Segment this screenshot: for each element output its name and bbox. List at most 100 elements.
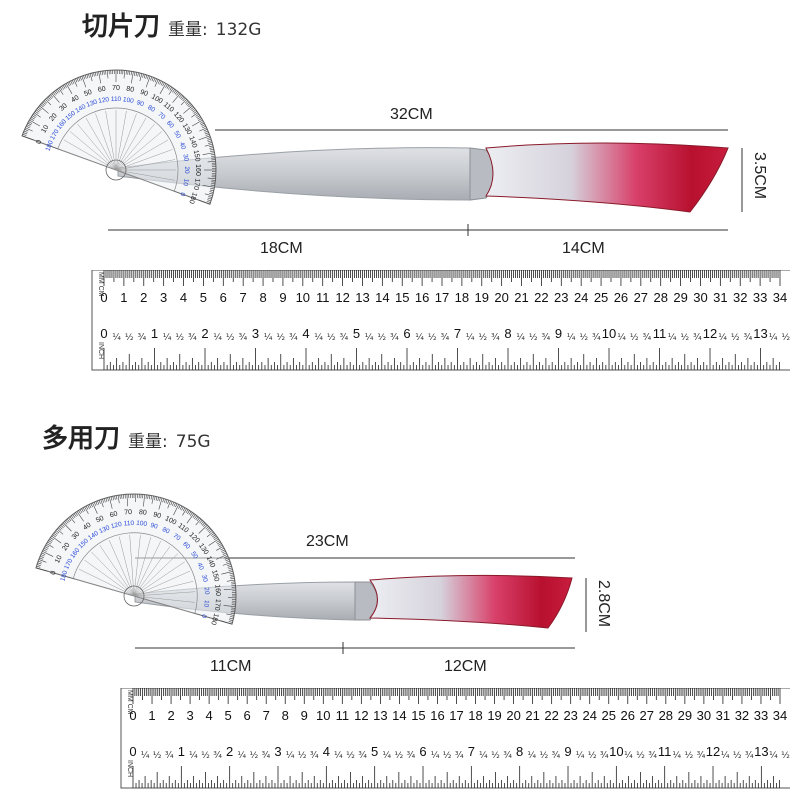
svg-text:100: 100 [150,93,164,105]
ruler-mm-label: MM CM [126,690,133,715]
ruler-fraction-label: ½ [684,751,693,761]
knife1-total-length: 32CM [390,106,433,123]
ruler-fraction-label: ¼ [576,751,585,761]
ruler-inch-label: INCH [97,342,104,359]
ruler-cm-label: 22 [544,708,558,723]
ruler-fraction-label: ½ [175,333,184,343]
knife2-total-length: 23CM [306,533,349,550]
svg-text:20: 20 [203,587,211,595]
ruler-cm-label: 31 [716,708,730,723]
ruler-fraction-label: ¾ [358,751,367,761]
ruler-fraction-label: ½ [731,333,740,343]
svg-text:20: 20 [183,166,190,174]
ruler-cm-label: 7 [240,290,247,305]
ruler-cm-label: 0 [100,290,107,305]
ruler-fraction-label: ½ [781,751,790,761]
ruler-cm-label: 8 [282,708,289,723]
ruler-cm-label: 3 [186,708,193,723]
svg-text:180: 180 [187,191,198,204]
ruler-fraction-label: ¼ [721,751,730,761]
ruler-inch-number: 0 [129,744,136,759]
ruler-cm-label: 21 [514,290,528,305]
ruler-cm-label: 6 [244,708,251,723]
ruler-fraction-label: ¾ [165,751,174,761]
ruler-fraction-label: ¾ [213,751,222,761]
knife1-handle-length: 14CM [562,240,605,257]
svg-text:10: 10 [40,124,50,134]
ruler-fraction-label: ½ [443,751,452,761]
ruler-fraction-label: ¾ [138,333,147,343]
ruler-cm-label: 13 [355,290,369,305]
svg-text:170: 170 [63,557,74,570]
ruler-cm-label: 20 [494,290,508,305]
ruler-fraction-label: ½ [529,333,538,343]
ruler-fraction-label: ¼ [382,751,391,761]
knife1-width: 3.5CM [751,152,768,200]
ruler-fraction-label: ¼ [624,751,633,761]
ruler-inch-number: 0 [100,326,107,341]
ruler-fraction-label: ¾ [697,751,706,761]
ruler-inch-number: 13 [753,326,767,341]
svg-text:40: 40 [82,522,92,532]
svg-text:100: 100 [164,515,178,526]
svg-text:0: 0 [50,570,58,576]
ruler-cm-label: 25 [602,708,616,723]
ruler-cm-label: 5 [225,708,232,723]
ruler-fraction-label: ¼ [141,751,150,761]
ruler-cm-label: 3 [160,290,167,305]
ruler-fraction-label: ¼ [516,333,525,343]
ruler-cm-label: 29 [678,708,692,723]
ruler-fraction-label: ¼ [365,333,374,343]
ruler-fraction-label: ½ [630,333,639,343]
svg-text:0: 0 [35,139,43,145]
ruler-cm-label: 16 [415,290,429,305]
svg-text:180: 180 [59,569,69,582]
ruler-inch-number: 11 [658,744,672,759]
ruler-fraction-label: ½ [539,751,548,761]
svg-text:30: 30 [71,531,82,542]
ruler-inch-number: 7 [454,326,461,341]
ruler-fraction-label: ¼ [334,751,343,761]
ruler-fraction-label: ¼ [286,751,295,761]
ruler-fraction-label: ¼ [718,333,727,343]
ruler-fraction-label: ½ [298,751,307,761]
ruler-inch-number: 6 [419,744,426,759]
ruler-cm-label: 11 [316,290,330,305]
svg-text:30: 30 [181,154,189,163]
ruler-fraction-label: ¼ [189,751,198,761]
ruler-fraction-label: ¾ [592,333,601,343]
ruler-fraction-label: ½ [781,333,790,343]
ruler-fraction-label: ¾ [239,333,248,343]
svg-text:10: 10 [54,554,64,564]
ruler-fraction-label: ½ [579,333,588,343]
ruler-fraction-label: ¼ [237,751,246,761]
ruler-inch-number: 3 [252,326,259,341]
ruler-fraction-label: ¼ [769,333,778,343]
ruler-fraction-label: ½ [153,751,162,761]
ruler-fraction-label: ½ [588,751,597,761]
ruler-fraction-label: ½ [201,751,210,761]
knife2-title: 多用刀 重量: 75G [42,418,211,455]
ruler-fraction-label: ¾ [491,333,500,343]
svg-text:30: 30 [200,574,209,583]
ruler-inch-number: 7 [468,744,475,759]
svg-text:170: 170 [213,599,221,611]
ruler-fraction-label: ½ [478,333,487,343]
ruler-cm-label: 22 [534,290,548,305]
ruler-inch-number: 5 [353,326,360,341]
ruler-cm-label: 9 [301,708,308,723]
ruler-inch-number: 8 [504,326,511,341]
knife2-handle-length: 12CM [444,658,487,675]
ruler-fraction-label: ¼ [668,333,677,343]
svg-text:80: 80 [126,86,135,94]
ruler-inch-number: 1 [178,744,185,759]
ruler-fraction-label: ¼ [672,751,681,761]
svg-text:50: 50 [189,551,199,561]
knife1-weight-label: 重量: [168,20,208,40]
ruler-fraction-label: ¼ [479,751,488,761]
svg-text:60: 60 [109,511,118,520]
ruler-fraction-label: ¾ [643,333,652,343]
